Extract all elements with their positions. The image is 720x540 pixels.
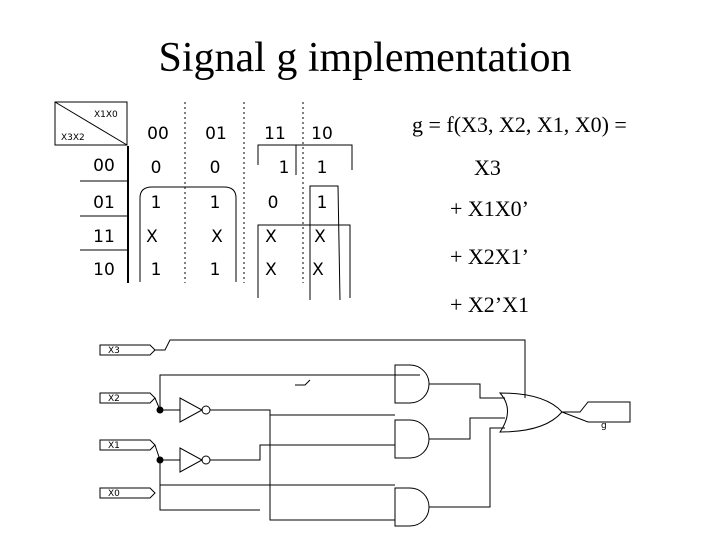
kmap-cell: 1 bbox=[316, 193, 328, 213]
kmap-row-header: 11 bbox=[93, 227, 115, 247]
equation-term: + X1X0’ bbox=[450, 196, 530, 221]
and-gate-1 bbox=[394, 364, 430, 404]
kmap-cell: 1 bbox=[316, 158, 328, 178]
wire-and2-or bbox=[429, 417, 505, 440]
kmap-col-header: 10 bbox=[311, 124, 333, 144]
kmap-cell: 1 bbox=[278, 158, 290, 178]
input-label-x2: X2 bbox=[108, 394, 120, 404]
loop-x3 bbox=[257, 224, 351, 298]
and-gate-2 bbox=[394, 419, 430, 459]
kmap-row-var-label: X3X2 bbox=[61, 133, 85, 143]
kmap-cell: 0 bbox=[209, 158, 221, 178]
wire-x2-and1 bbox=[159, 374, 420, 410]
equation-term: + X2X1’ bbox=[450, 244, 530, 269]
kmap-col-header: 11 bbox=[264, 124, 286, 144]
kmap-col-header: 01 bbox=[205, 124, 227, 144]
kmap-cell: 1 bbox=[150, 193, 162, 213]
wire-junction-a bbox=[295, 379, 311, 386]
kmap-cell: 0 bbox=[150, 158, 162, 178]
wire-x2-not-and3 bbox=[269, 410, 395, 521]
loop-x1x0bar bbox=[309, 185, 341, 301]
kmap-cell: 1 bbox=[209, 260, 221, 280]
loop-x2x1bar bbox=[139, 186, 237, 282]
wire-and1-or bbox=[429, 383, 505, 399]
equation-lhs: g = f(X3, X2, X1, X0) = bbox=[412, 112, 627, 137]
kmap-cell: X bbox=[265, 260, 277, 280]
input-label-x1: X1 bbox=[108, 441, 120, 451]
input-label-x3: X3 bbox=[108, 346, 120, 356]
kmap-cell: X bbox=[211, 227, 223, 247]
inverter-x1-bubble bbox=[201, 455, 211, 465]
kmap-cell: X bbox=[265, 227, 277, 247]
input-pin-x1 bbox=[99, 439, 156, 451]
kmap-cell: X bbox=[312, 260, 324, 280]
kmap-cell: 1 bbox=[150, 260, 162, 280]
output-pin-g bbox=[561, 401, 631, 423]
equation-term: X3 bbox=[474, 155, 501, 180]
loop-x1x0bar-top bbox=[257, 144, 353, 170]
and-gate-3 bbox=[394, 487, 430, 527]
kmap-grid bbox=[54, 101, 304, 283]
kmap-row-header: 01 bbox=[93, 193, 115, 213]
equation-term: + X2’X1 bbox=[450, 292, 530, 317]
wire-x3 bbox=[155, 339, 526, 398]
kmap-col-var-label: X1X0 bbox=[94, 110, 118, 120]
wire-x1-not bbox=[210, 444, 395, 461]
wire-x2-not bbox=[210, 409, 395, 416]
inverter-x1 bbox=[179, 447, 204, 473]
wire-x1-and3b bbox=[159, 460, 260, 511]
junction-dot-x2 bbox=[156, 406, 164, 414]
kmap-row-header: 00 bbox=[93, 156, 115, 176]
input-pin-x2 bbox=[99, 392, 156, 404]
logic-circuit bbox=[99, 339, 631, 527]
input-pin-x3 bbox=[99, 344, 156, 356]
inverter-x2-bubble bbox=[201, 405, 211, 415]
kmap-cell: 0 bbox=[267, 193, 279, 213]
kmap-cell: X bbox=[146, 227, 158, 247]
kmap-col-header: 00 bbox=[147, 124, 169, 144]
inverter-x2 bbox=[179, 397, 204, 423]
input-label-x0: X0 bbox=[108, 489, 120, 499]
kmap-row-header: 10 bbox=[93, 260, 115, 280]
junction-dot-x1 bbox=[156, 456, 164, 464]
input-pin-x0 bbox=[99, 487, 156, 499]
or-gate bbox=[498, 392, 563, 433]
kmap-cell: X bbox=[314, 227, 326, 247]
kmap-cell: 1 bbox=[209, 193, 221, 213]
page-title: Signal g implementation bbox=[158, 35, 572, 81]
wire-and3-or bbox=[429, 427, 505, 508]
kmap-loops bbox=[139, 144, 353, 301]
output-label-g: g bbox=[601, 421, 607, 431]
